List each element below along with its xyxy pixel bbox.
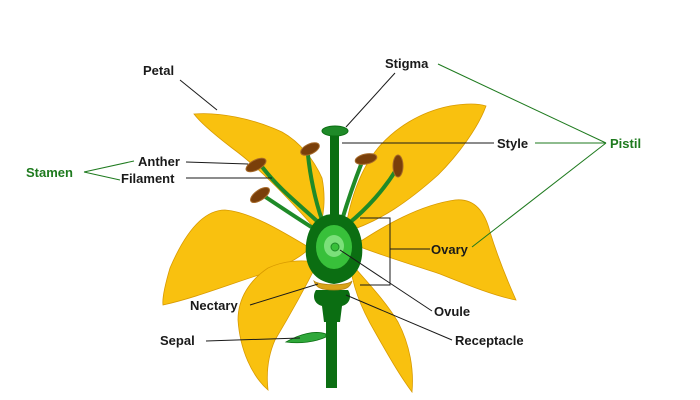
style bbox=[330, 134, 339, 224]
label-ovary: Ovary bbox=[431, 242, 469, 257]
petal-bottom-right bbox=[349, 260, 413, 394]
pistil bbox=[305, 125, 363, 291]
ovule-leader bbox=[339, 249, 433, 312]
anther-5 bbox=[250, 186, 270, 204]
label-anther: Anther bbox=[138, 154, 180, 169]
label-style: Style bbox=[497, 136, 528, 151]
petal-bottom-left bbox=[237, 260, 319, 391]
label-nectary: Nectary bbox=[190, 298, 238, 313]
anther-leader bbox=[185, 161, 249, 165]
leader-lines bbox=[179, 72, 494, 342]
label-receptacle: Receptacle bbox=[455, 333, 524, 348]
pistil-leader-stigma bbox=[437, 63, 607, 144]
anther-2 bbox=[300, 142, 320, 156]
sepal bbox=[284, 332, 327, 344]
label-petal: Petal bbox=[143, 63, 174, 78]
filament-3 bbox=[340, 160, 364, 222]
stem-group bbox=[284, 290, 350, 388]
label-filament: Filament bbox=[121, 171, 175, 186]
anther-1 bbox=[245, 157, 267, 173]
label-ovule: Ovule bbox=[434, 304, 470, 319]
receptacle-leader bbox=[345, 294, 453, 341]
label-stamen: Stamen bbox=[26, 165, 73, 180]
petals bbox=[162, 103, 517, 394]
pistil-leader-ovary bbox=[471, 142, 607, 248]
stem bbox=[326, 310, 337, 388]
anther-4 bbox=[392, 154, 404, 178]
anthers bbox=[245, 142, 404, 204]
filament-1 bbox=[261, 166, 320, 224]
label-sepal: Sepal bbox=[160, 333, 195, 348]
nectary bbox=[313, 279, 353, 291]
stigma-leader bbox=[345, 72, 396, 128]
label-stigma: Stigma bbox=[385, 56, 429, 71]
petal-right bbox=[354, 199, 517, 301]
petal-leader bbox=[179, 79, 218, 111]
anther-3 bbox=[354, 153, 378, 165]
labels: Petal Stigma Style Pistil Stamen Anther … bbox=[26, 56, 641, 348]
filament-2 bbox=[306, 153, 324, 222]
filament-4 bbox=[346, 168, 398, 226]
receptacle bbox=[314, 290, 350, 322]
label-pistil: Pistil bbox=[610, 136, 641, 151]
group-leaders bbox=[83, 63, 607, 248]
ovule bbox=[330, 242, 340, 252]
nectary-leader bbox=[249, 283, 319, 306]
ovary-bracket bbox=[360, 217, 391, 286]
stamen-leader-filament bbox=[83, 171, 121, 181]
stigma bbox=[321, 125, 349, 137]
stamen-leader-anther bbox=[83, 160, 135, 173]
sepal-leader bbox=[205, 337, 301, 342]
